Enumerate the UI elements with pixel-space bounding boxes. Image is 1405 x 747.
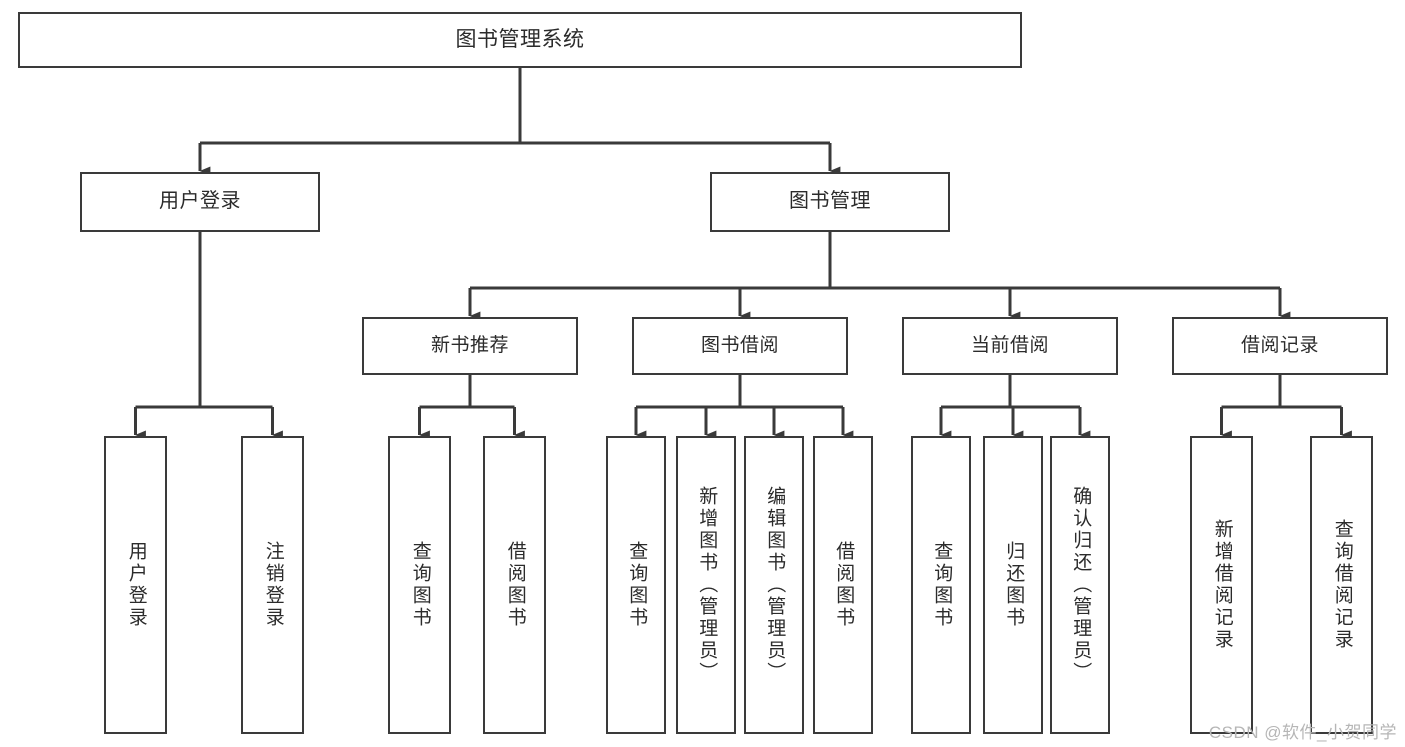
node-label: 图书借阅 xyxy=(700,334,779,356)
node-label: 查询图书 xyxy=(409,541,431,629)
node-leaf-user-login[interactable]: 用户登录 xyxy=(104,436,167,734)
node-leaf-add-record[interactable]: 新增借阅记录 xyxy=(1190,436,1253,734)
node-label: 用户登录 xyxy=(125,541,147,629)
node-current-borrow[interactable]: 当前借阅 xyxy=(902,317,1118,375)
node-label: 当前借阅 xyxy=(970,334,1049,356)
node-user-login[interactable]: 用户登录 xyxy=(80,172,320,232)
node-label: 图书管理 xyxy=(789,190,871,213)
node-label: 借阅图书 xyxy=(833,541,855,629)
node-book-borrow[interactable]: 图书借阅 xyxy=(632,317,848,375)
node-label: 归还图书 xyxy=(1003,541,1025,629)
node-leaf-query-book-1[interactable]: 查询图书 xyxy=(388,436,451,734)
node-leaf-borrow-book-2[interactable]: 借阅图书 xyxy=(813,436,873,734)
node-leaf-user-logout[interactable]: 注销登录 xyxy=(241,436,304,734)
node-new-book-rec[interactable]: 新书推荐 xyxy=(362,317,578,375)
node-leaf-confirm-return[interactable]: 确认归还（管理员） xyxy=(1050,436,1110,734)
node-label: 新书推荐 xyxy=(430,334,509,356)
node-label: 查询借阅记录 xyxy=(1331,519,1353,651)
csdn-watermark: CSDN @软件_小贺同学 xyxy=(1208,723,1397,742)
node-borrow-record[interactable]: 借阅记录 xyxy=(1172,317,1388,375)
node-label: 用户登录 xyxy=(159,190,241,213)
node-book-manage[interactable]: 图书管理 xyxy=(710,172,950,232)
node-label: 新增借阅记录 xyxy=(1211,519,1233,651)
node-label: 注销登录 xyxy=(262,541,284,629)
node-label: 借阅图书 xyxy=(504,541,526,629)
node-label: 借阅记录 xyxy=(1240,334,1319,356)
node-leaf-edit-book[interactable]: 编辑图书（管理员） xyxy=(744,436,804,734)
node-label: 查询图书 xyxy=(626,541,648,629)
node-label: 图书管理系统 xyxy=(455,27,585,51)
node-leaf-query-book-3[interactable]: 查询图书 xyxy=(911,436,971,734)
node-label: 确认归还（管理员） xyxy=(1070,486,1092,684)
node-root[interactable]: 图书管理系统 xyxy=(18,12,1022,68)
node-leaf-query-record[interactable]: 查询借阅记录 xyxy=(1310,436,1373,734)
node-leaf-query-book-2[interactable]: 查询图书 xyxy=(606,436,666,734)
node-leaf-add-book[interactable]: 新增图书（管理员） xyxy=(676,436,736,734)
node-label: 新增图书（管理员） xyxy=(696,486,718,684)
node-label: 编辑图书（管理员） xyxy=(764,486,786,684)
node-leaf-borrow-book-1[interactable]: 借阅图书 xyxy=(483,436,546,734)
node-label: 查询图书 xyxy=(931,541,953,629)
node-leaf-return-book[interactable]: 归还图书 xyxy=(983,436,1043,734)
